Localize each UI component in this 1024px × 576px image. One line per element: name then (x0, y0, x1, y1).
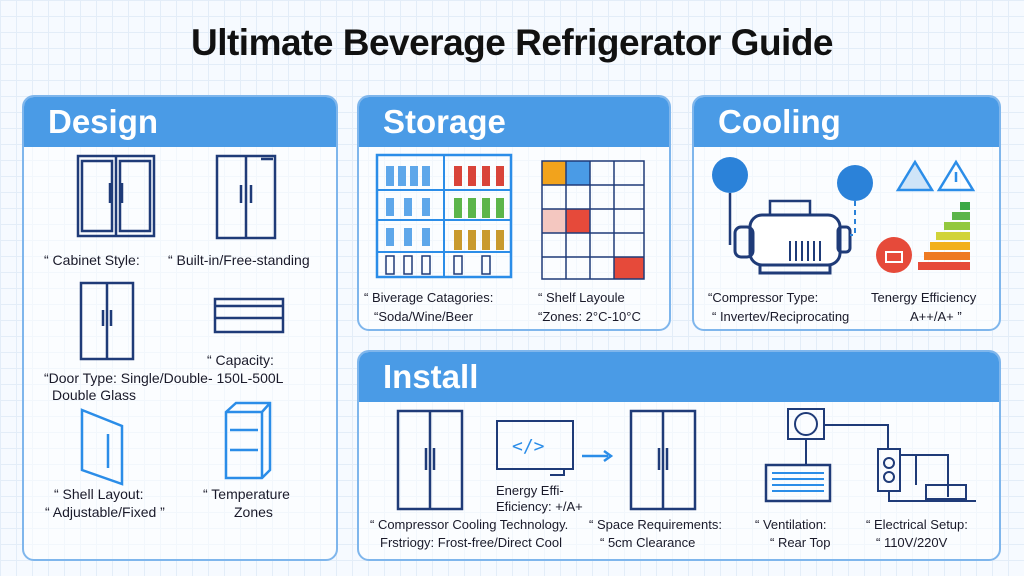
svg-text:</>: </> (512, 436, 545, 457)
ventilation-label: “ Ventilation: (755, 517, 827, 532)
ventilation-value: “ Rear Top (770, 535, 831, 550)
drawer-icon (213, 297, 285, 334)
page-title: Ultimate Beverage Refrigerator Guide (190, 22, 834, 63)
double-glass-label: Double Glass (52, 387, 137, 403)
fridge-clearance-icon (629, 409, 697, 511)
ventilation-wiring-icon (764, 408, 976, 503)
double-door-fridge-icon (76, 154, 156, 238)
storage-header: Storage (359, 97, 669, 147)
door-type-label: “Door Type: Single/Double- 150L-500L (44, 370, 284, 386)
temperature-zone-grid-icon (541, 160, 645, 280)
zones-value: “Zones: 2°C-10°C (538, 309, 641, 324)
cabinet-style-label: “ Cabinet Style: (44, 252, 140, 268)
beverage-categories-label: “ Biverage Catagories: (364, 290, 494, 305)
temperature-cabinet-icon (224, 401, 272, 480)
design-panel: Design (22, 95, 338, 561)
energy-efficiency-value: A++/A+ ” (910, 309, 962, 324)
compressor-type-value: “ Invertev/Reciprocating (712, 309, 850, 324)
compressor-tech-value: Frstriogy: Frost-free/Direct Cool (380, 535, 563, 550)
storage-panel: Storage (357, 95, 671, 331)
design-header: Design (24, 97, 336, 147)
energy-rating-icon (876, 202, 970, 273)
energy-efficiency-label-1: Energy Effi- (496, 483, 564, 498)
arrow-right-icon (582, 449, 614, 463)
bottle-shelf-icon (375, 153, 513, 279)
fridge-icon (396, 409, 464, 511)
compressor-type-label: “Compressor Type: (708, 290, 819, 305)
adjustable-label: “ Adjustable/Fixed ” (45, 504, 165, 520)
space-requirements-label: “ Space Requirements: (589, 517, 722, 532)
energy-efficiency-label: Tenergy Efficiency (871, 290, 977, 305)
compressor-tech-label: “ Compressor Cooling Technology. (370, 517, 569, 532)
shelf-layout-label: “ Shelf Layoule (538, 290, 625, 305)
electrical-setup-label: “ Electrical Setup: (866, 517, 968, 532)
built-in-label: “ Built-in/Free-standing (168, 252, 310, 268)
glass-door-icon (80, 408, 124, 486)
space-requirements-value: “ 5cm Clearance (600, 535, 696, 550)
cooling-header: Cooling (694, 97, 999, 147)
built-in-fridge-icon (215, 154, 277, 240)
electrical-setup-value: “ 110V/220V (876, 535, 948, 550)
control-panel-icon: </> (496, 420, 574, 476)
install-header: Install (359, 352, 999, 402)
side-by-side-fridge-icon (79, 281, 135, 361)
zones-label: Zones (234, 504, 273, 520)
capacity-label: “ Capacity: (207, 352, 274, 368)
warning-triangles-icon (895, 159, 976, 192)
energy-efficiency-label-2: Eficiency: +/A+ (496, 499, 583, 514)
compressor-icon (712, 157, 873, 275)
cooling-panel: Cooling (692, 95, 1001, 331)
beverage-categories-value: “Soda/Wine/Beer (374, 309, 473, 324)
install-panel: Install (357, 350, 1001, 561)
temperature-label: “ Temperature (203, 486, 290, 502)
shelf-layout-label: “ Shell Layout: (54, 486, 144, 502)
